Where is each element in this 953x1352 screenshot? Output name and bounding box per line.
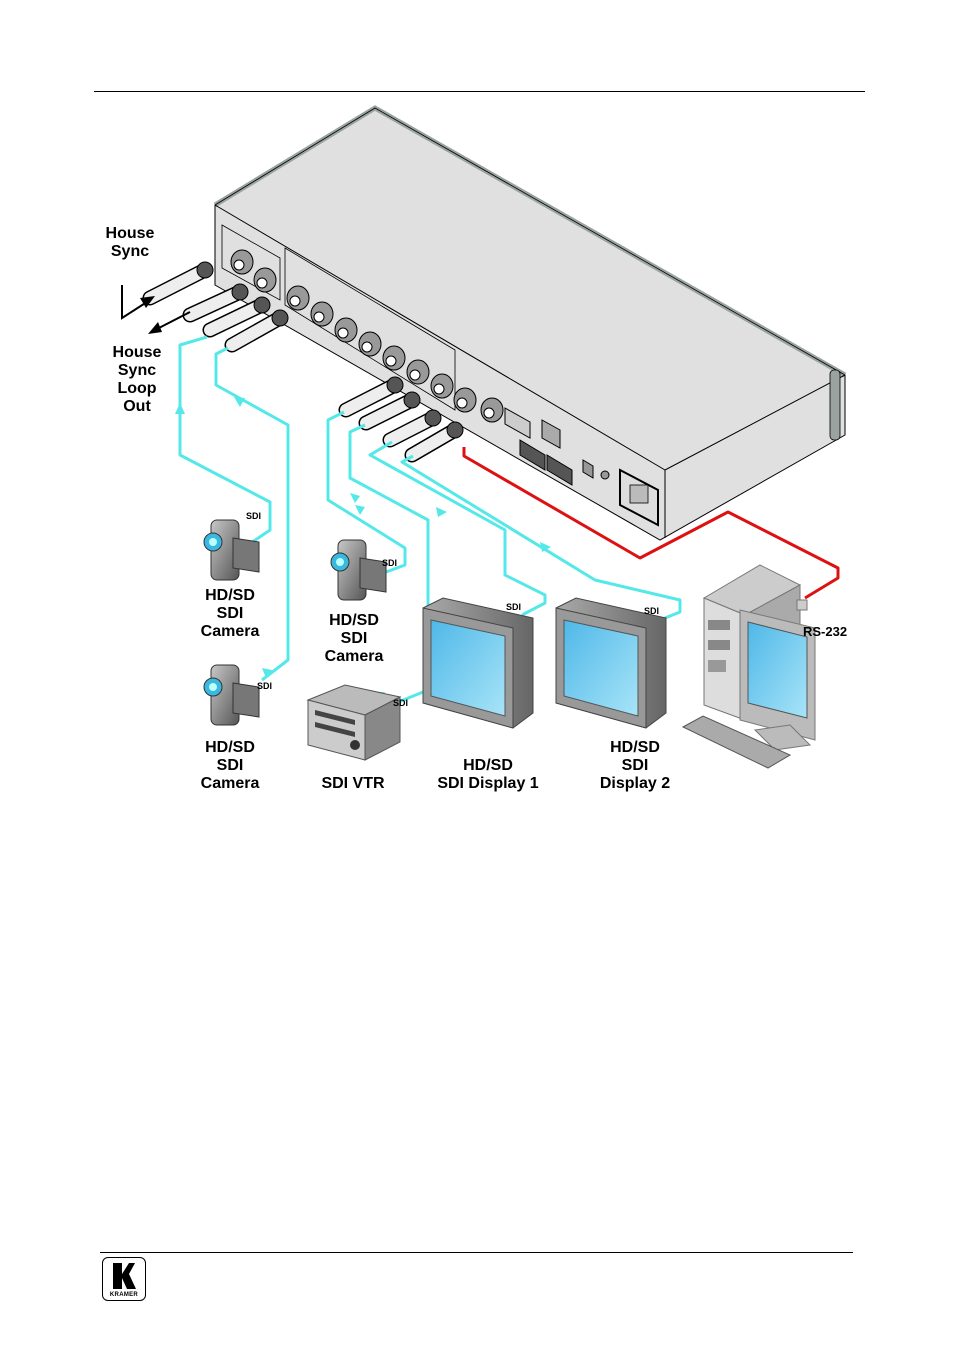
label-house-sync-loop-out: House Sync Loop Out [113,344,162,415]
svg-text:House: House [106,225,155,242]
svg-text:Out: Out [123,398,151,415]
svg-text:House: House [113,344,162,361]
bnc-plug [224,309,289,353]
sdi-tag-display-1: SDI [506,602,521,612]
svg-text:HD/SD: HD/SD [205,739,255,756]
bnc-port [430,373,454,399]
sdi-cable-camera-2 [326,410,407,577]
bnc-plugs [142,261,464,463]
bnc-port [253,267,277,293]
svg-text:SDI VTR: SDI VTR [321,775,385,792]
sdi-tag-camera-3: SDI [257,681,272,691]
camera-3-icon [203,664,260,726]
svg-text:HD/SD: HD/SD [610,739,660,756]
footer-rule [100,1252,853,1253]
svg-text:Sync: Sync [111,243,149,260]
sdi-tag-camera-2: SDI [382,558,397,568]
bnc-port [286,285,310,311]
sdi-cable-display-1 [368,440,547,617]
label-display-1: HD/SD SDI Display 1 [437,757,538,792]
label-house-sync: House Sync [106,225,155,260]
svg-text:Display 2: Display 2 [600,775,670,792]
bnc-port [406,359,430,385]
sdi-cable-display-2 [400,454,682,624]
svg-text:SDI: SDI [217,757,244,774]
svg-text:Camera: Camera [201,623,260,640]
svg-text:HD/SD: HD/SD [329,612,379,629]
camera-1-icon [203,519,260,581]
bnc-port [453,387,477,413]
switcher-chassis [213,105,847,541]
bnc-port [480,397,504,423]
sdi-cable-camera-1 [178,335,272,547]
svg-text:Camera: Camera [201,775,260,792]
bnc-plug [358,391,421,431]
svg-text:HD/SD: HD/SD [463,757,513,774]
display-1-icon [422,597,534,729]
svg-text:SDI Display 1: SDI Display 1 [437,775,538,792]
bnc-plug [182,283,249,323]
label-camera-1: HD/SD SDI Camera [201,587,260,640]
label-camera-3: HD/SD SDI Camera [201,739,260,792]
rs232-cable [462,447,840,600]
bnc-plug [142,261,214,306]
svg-text:Loop: Loop [117,380,156,397]
svg-text:SDI: SDI [217,605,244,622]
bnc-port [358,331,382,357]
display-2-icon [555,597,667,729]
label-vtr: SDI VTR [321,775,385,792]
svg-text:HD/SD: HD/SD [205,587,255,604]
house-sync-arrows [121,285,191,334]
header-rule [94,91,865,92]
bnc-port [382,345,406,371]
svg-text:Camera: Camera [325,648,384,665]
sdi-tag-display-2: SDI [644,606,659,616]
svg-text:SDI: SDI [341,630,368,647]
bnc-plug [338,376,404,418]
bnc-ports [230,249,504,423]
kramer-logo: KRAMER [102,1257,146,1301]
svg-text:Sync: Sync [118,362,156,379]
sdi-tag-camera-1: SDI [246,511,261,521]
vtr-icon [306,684,402,761]
label-rs232: RS-232 [803,624,847,639]
computer-icon [681,564,816,769]
label-display-2: HD/SD SDI Display 2 [600,739,670,792]
bnc-plug [404,421,464,463]
camera-2-icon [330,539,387,601]
kramer-k-icon [113,1263,136,1289]
sdi-cable-camera-3 [214,346,290,682]
bnc-port [310,301,334,327]
bnc-port [334,317,358,343]
svg-text:SDI: SDI [622,757,649,774]
bnc-plug [202,296,271,338]
label-camera-2: HD/SD SDI Camera [325,612,384,665]
sdi-cables [178,335,682,705]
logo-text: KRAMER [109,1292,139,1298]
bnc-port [230,249,254,275]
bnc-plug [382,409,442,448]
sdi-tag-vtr: SDI [393,698,408,708]
